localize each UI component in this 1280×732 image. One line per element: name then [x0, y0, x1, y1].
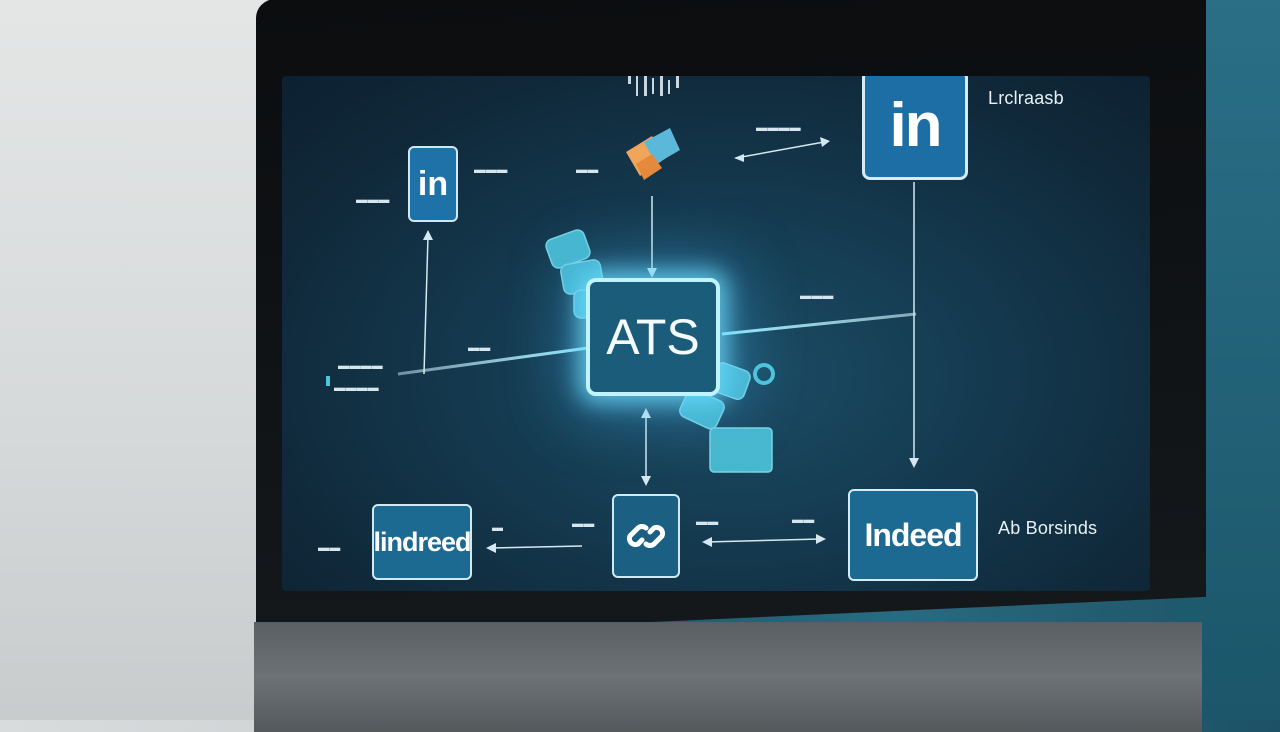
- caption-placeholder: ▬▬: [468, 342, 491, 354]
- caption-placeholder: ▬▬▬▬: [756, 122, 801, 134]
- link-node: [612, 494, 680, 578]
- linkedin-big-node: in: [862, 76, 968, 180]
- caption-placeholder: ▬▬▬: [356, 194, 390, 206]
- caption-placeholder: ▬: [492, 522, 504, 534]
- indeed-left-node: lindreed: [372, 504, 472, 580]
- caption-placeholder: ▬▬: [576, 164, 599, 176]
- caption-placeholder: ▬▬: [696, 516, 719, 528]
- monitor-chin: [254, 622, 1202, 732]
- caption-placeholder: ▬▬▬: [800, 290, 834, 302]
- indeed-left-label: lindreed: [373, 526, 471, 557]
- linkedin-small-node: in: [408, 146, 458, 222]
- side-text-top-right: Lrclraasb: [988, 88, 1064, 108]
- caption-placeholder: ▬▬▬▬: [338, 360, 383, 372]
- linkedin-big-label: in: [889, 90, 942, 160]
- side-text-bottom-right: Ab Borsinds: [998, 518, 1098, 538]
- caption-placeholder: ▬▬▬: [474, 164, 508, 176]
- caption-placeholder: ▬▬: [318, 542, 341, 554]
- link-icon: [626, 524, 666, 548]
- monitor-screen: in in ATS lindreed Indeed ▬▬▬ ▬▬▬ ▬▬ ▬▬▬…: [282, 76, 1150, 591]
- caption-placeholder: ▬▬: [792, 514, 815, 526]
- ats-label: ATS: [606, 309, 700, 365]
- indeed-right-label: Indeed: [864, 516, 962, 553]
- ats-hub-node: ATS: [586, 278, 720, 396]
- linkedin-small-label: in: [417, 164, 449, 203]
- caption-placeholder: ▬▬: [572, 518, 595, 530]
- document-stack-icon: [626, 128, 680, 180]
- caption-placeholder: ▬▬▬▬: [334, 382, 379, 394]
- indeed-right-node: Indeed: [848, 489, 978, 581]
